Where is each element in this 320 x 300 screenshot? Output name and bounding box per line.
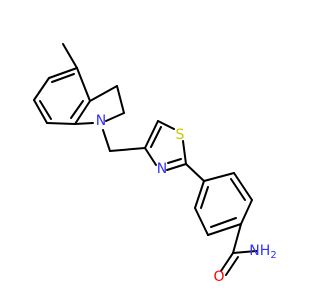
bond-aromatic-3 [33, 99, 48, 124]
bond-phenyl-2-inner [230, 178, 246, 201]
atom-label-thiazole-s: S [176, 127, 185, 143]
bond-thiazole-c2-n3-inner [167, 158, 182, 164]
amide-h-subscript: 2 [270, 250, 276, 261]
bond-aromatic-1-inner [51, 73, 75, 83]
bond-phenyl-4-inner [210, 217, 237, 228]
bond-methyl [62, 43, 78, 69]
bond-aromatic-5-inner [70, 100, 84, 119]
bond-n1-c7a [74, 122, 94, 125]
amide-h-text: H [260, 243, 271, 259]
bond-aromatic-4 [46, 122, 76, 125]
amide-n-text: N [249, 243, 259, 259]
bond-phenyl-2 [233, 172, 253, 201]
bond-phenyl-5 [194, 207, 209, 236]
atom-label-indoline-n: N [96, 113, 106, 129]
bond-carbonyl-double-1 [220, 252, 234, 272]
bond-thiazole-n3-c4 [144, 147, 157, 166]
bond-aromatic-3-inner [39, 100, 52, 120]
bond-c3-c3a [89, 85, 118, 102]
bond-aromatic-6 [76, 67, 91, 102]
bond-phenyl-6-inner [200, 186, 209, 209]
atom-label-thiazole-n: N [157, 161, 167, 177]
bond-thiazole-c2-n3 [166, 163, 187, 171]
molecule-diagram: N S N O NH2 [33, 43, 277, 285]
bond-thiazole-to-phenyl [185, 163, 205, 182]
bond-phenyl-1 [203, 172, 235, 182]
bond-thiazole-c4-c5 [144, 120, 159, 149]
bond-carbonyl-n [232, 250, 258, 254]
bond-thiazole-c4-c5-inner [150, 126, 162, 148]
atom-label-amide-nh2: NH2 [249, 243, 276, 261]
bond-c2-c3 [116, 85, 125, 114]
bond-aromatic-1 [48, 67, 78, 79]
bond-phenyl-4 [207, 223, 242, 236]
bond-thiazole-c5-s1 [157, 120, 175, 130]
molecule-structure-svg: N S N O NH2 [33, 43, 277, 285]
atom-label-carbonyl-o: O [213, 269, 224, 285]
bond-aromatic-2 [33, 77, 50, 101]
bond-phenyl-6 [194, 180, 205, 209]
bond-thiazole-s1-c2 [182, 140, 187, 165]
bond-phenyl-carbonyl [232, 223, 242, 254]
bond-aromatic-5 [74, 100, 91, 125]
bond-phenyl-3 [240, 199, 253, 225]
bond-ch2-thiazole [109, 147, 146, 152]
bond-n1-ch2 [102, 129, 111, 152]
bond-carbonyl-double-2 [225, 256, 239, 276]
bond-n1-c2 [105, 112, 125, 122]
